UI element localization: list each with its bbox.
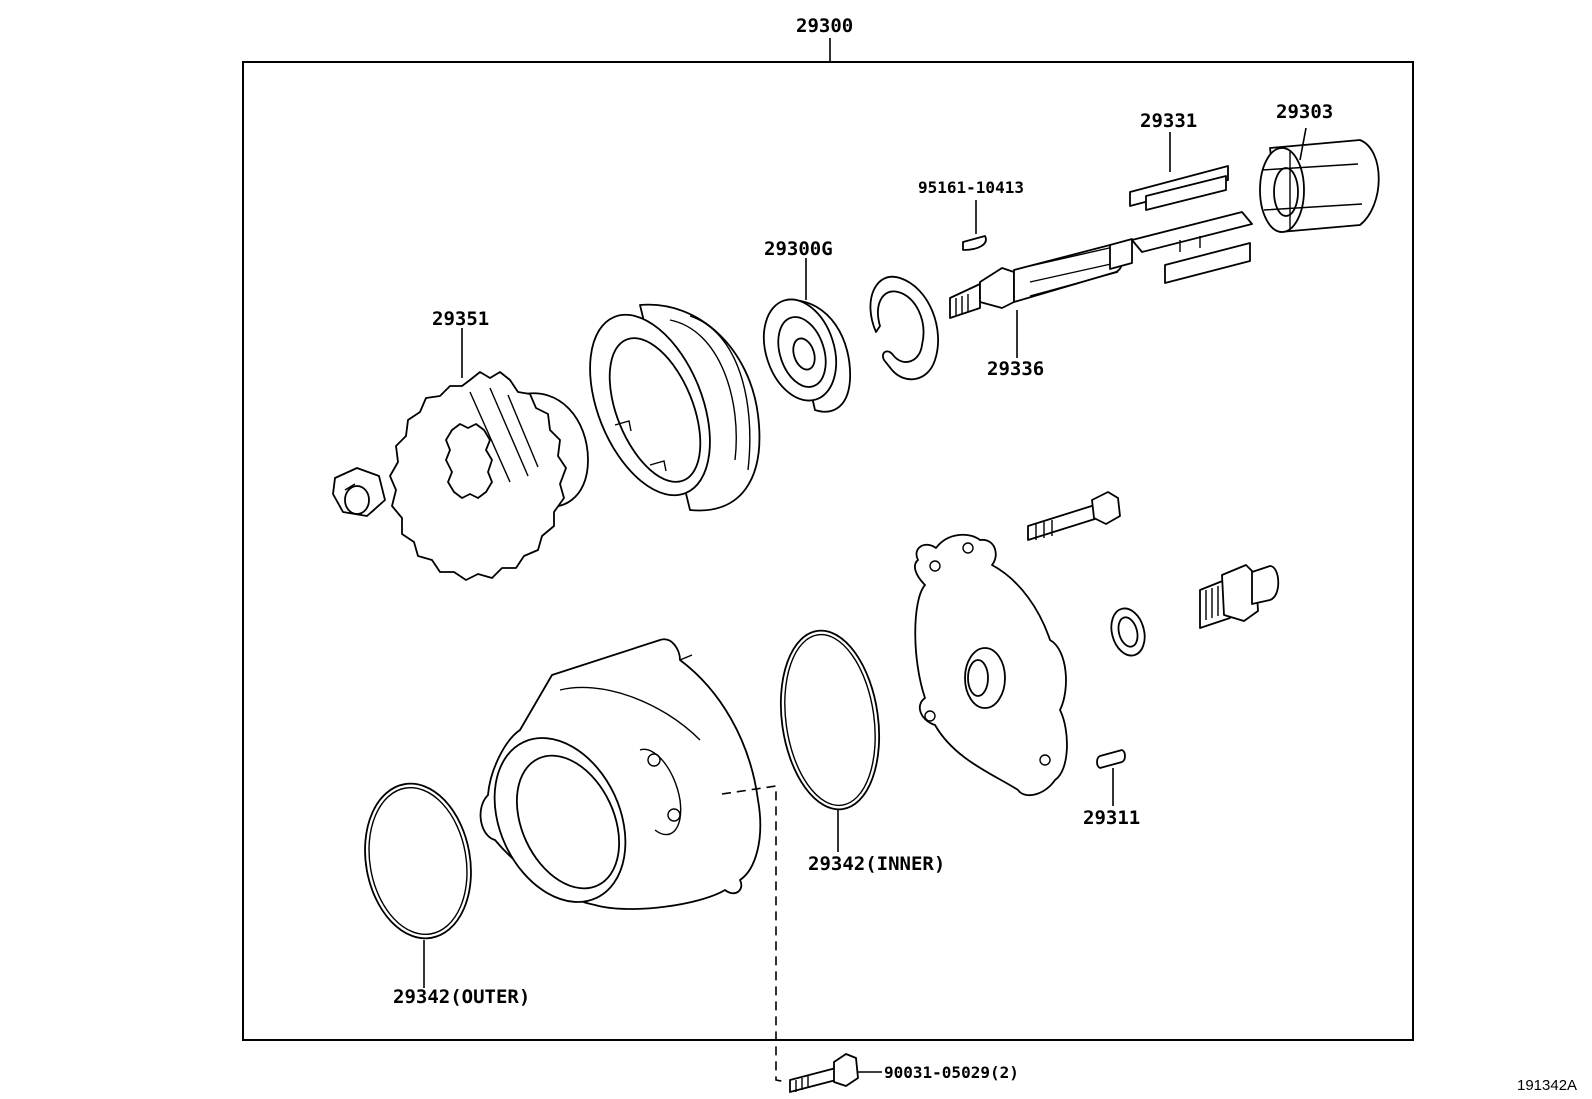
label-29351[interactable]: 29351 xyxy=(432,308,489,330)
part-95161-key[interactable] xyxy=(962,235,987,251)
assembly-frame xyxy=(242,61,1414,1041)
dashed-leader xyxy=(721,785,787,1083)
part-clutch-housing[interactable] xyxy=(566,297,761,512)
figure-code: 191342A xyxy=(1517,1077,1577,1094)
part-29336-shaft[interactable] xyxy=(949,238,1133,319)
part-nut[interactable] xyxy=(332,467,386,517)
part-29342-outer-oring[interactable] xyxy=(353,775,483,947)
label-29342-outer[interactable]: 29342(OUTER) xyxy=(393,986,530,1008)
label-29300g[interactable]: 29300G xyxy=(764,238,833,260)
label-29311[interactable]: 29311 xyxy=(1083,807,1140,829)
part-29303-sleeve[interactable] xyxy=(1259,139,1380,233)
part-cover-plate[interactable] xyxy=(914,533,1068,797)
part-29311-pin[interactable] xyxy=(1096,749,1126,769)
part-29300g-bearing[interactable] xyxy=(752,290,851,413)
part-90031-bolt[interactable] xyxy=(789,1053,859,1093)
part-29331-keys[interactable] xyxy=(1129,165,1253,284)
part-29351-gear[interactable] xyxy=(389,371,589,581)
assembly-number-label[interactable]: 29300 xyxy=(796,15,853,37)
part-washer[interactable] xyxy=(1106,605,1149,660)
label-95161-10413[interactable]: 95161-10413 xyxy=(918,178,1024,197)
label-29342-inner[interactable]: 29342(INNER) xyxy=(808,853,945,875)
label-29331[interactable]: 29331 xyxy=(1140,110,1197,132)
part-pump-housing[interactable] xyxy=(469,638,762,923)
label-90031-05029[interactable]: 90031-05029(2) xyxy=(884,1063,1019,1082)
label-29303[interactable]: 29303 xyxy=(1276,101,1333,123)
part-29342-inner-oring[interactable] xyxy=(770,624,890,816)
label-29336[interactable]: 29336 xyxy=(987,358,1044,380)
part-snap-ring[interactable] xyxy=(869,275,939,381)
part-bolt[interactable] xyxy=(1027,491,1121,541)
part-plug[interactable] xyxy=(1199,564,1280,629)
